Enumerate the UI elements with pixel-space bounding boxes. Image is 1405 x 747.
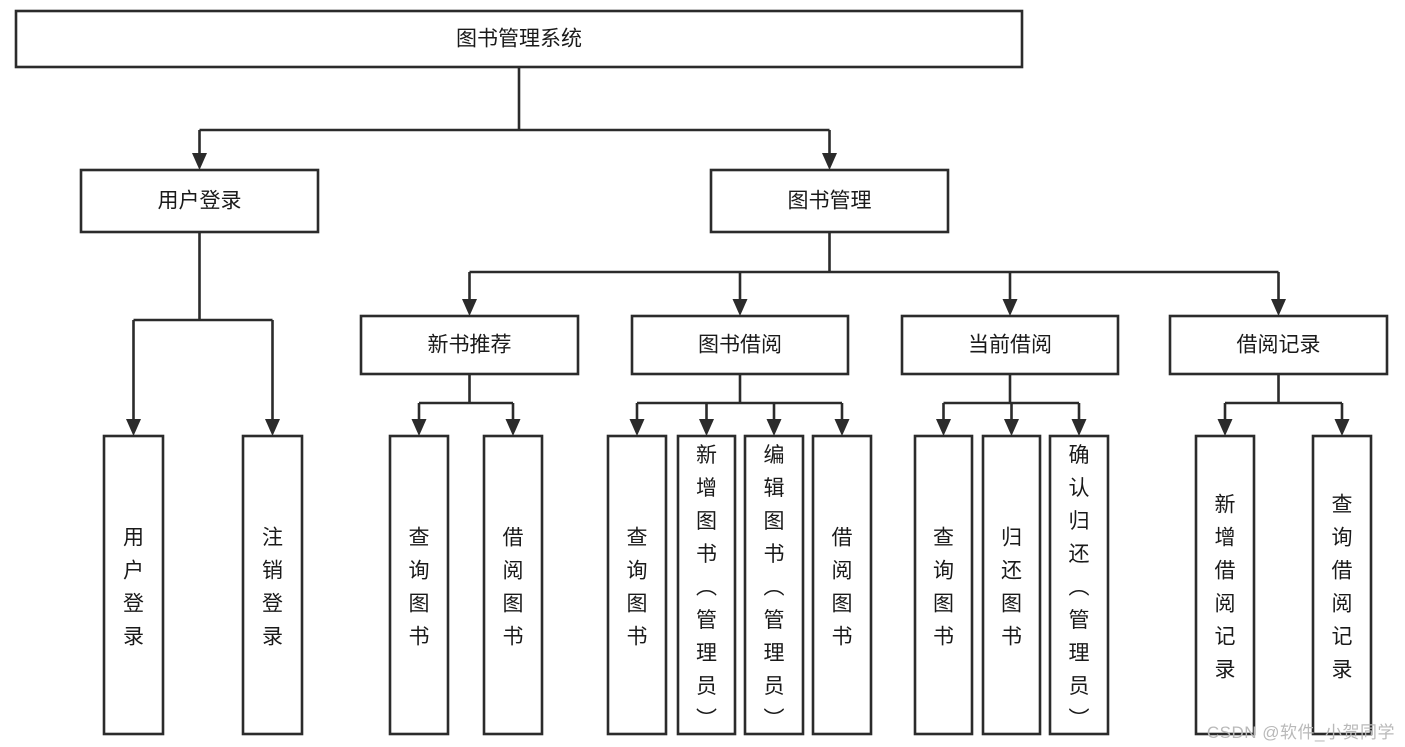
connector-edge-root-to-level1 [192, 67, 837, 170]
connector-edge-userlogin-to-leaves [126, 232, 280, 436]
node-box-leaf-add-book [676, 434, 737, 736]
arrow-head-icon [822, 153, 837, 170]
node-leaf-confirm-return[interactable]: 确认归还︵管理员︶ [1048, 434, 1110, 736]
node-leaf-user-logout[interactable]: 注销登录 [241, 434, 304, 736]
connector-edge-newbook-to-leaves [411, 374, 521, 436]
node-leaf-query-borrow-record[interactable]: 查询借阅记录 [1311, 434, 1373, 736]
node-leaf-borrow-book-2[interactable]: 借阅图书 [811, 434, 873, 736]
node-current-borrow[interactable]: 当前借阅 [900, 314, 1120, 376]
arrow-head-icon [411, 419, 427, 436]
arrow-head-icon [1004, 419, 1019, 436]
node-label-root: 图书管理系统 [456, 28, 582, 51]
node-label-leaf-query-book-2: 查询图书 [627, 527, 648, 649]
node-label-leaf-borrow-book-1: 借阅图书 [503, 527, 524, 649]
node-box-leaf-query-book-2 [606, 434, 668, 736]
node-box-new-book-recommend [359, 314, 580, 376]
node-label-leaf-confirm-return: 确认归还︵管理员︶ [1069, 444, 1090, 731]
arrow-head-icon [1271, 299, 1286, 316]
node-label-leaf-query-borrow-record: 查询借阅记录 [1332, 494, 1353, 682]
arrow-head-icon [1002, 299, 1018, 316]
node-label-book-borrow: 图书借阅 [698, 334, 782, 357]
arrow-head-icon [505, 419, 521, 436]
node-label-new-book-recommend: 新书推荐 [428, 334, 512, 357]
node-book-manage[interactable]: 图书管理 [709, 168, 950, 234]
connector-edge-currentborrow-to-leaves [936, 374, 1087, 436]
node-box-leaf-query-borrow-record [1311, 434, 1373, 736]
node-box-book-borrow [630, 314, 850, 376]
arrow-head-icon [699, 419, 714, 436]
node-box-leaf-user-logout [241, 434, 304, 736]
node-leaf-return-book[interactable]: 归还图书 [981, 434, 1042, 736]
node-label-leaf-query-book-3: 查询图书 [933, 527, 954, 649]
node-book-borrow[interactable]: 图书借阅 [630, 314, 850, 376]
node-box-leaf-borrow-book-1 [482, 434, 544, 736]
node-label-borrow-record: 借阅记录 [1237, 334, 1321, 357]
node-user-login[interactable]: 用户登录 [79, 168, 320, 234]
node-leaf-user-login[interactable]: 用户登录 [102, 434, 165, 736]
node-label-leaf-borrow-book-2: 借阅图书 [832, 527, 853, 649]
node-box-leaf-edit-book [743, 434, 805, 736]
node-box-leaf-query-book-3 [913, 434, 974, 736]
node-root[interactable]: 图书管理系统 [14, 9, 1024, 69]
node-leaf-query-book-3[interactable]: 查询图书 [913, 434, 974, 736]
node-box-user-login [79, 168, 320, 234]
node-new-book-recommend[interactable]: 新书推荐 [359, 314, 580, 376]
arrow-head-icon [192, 153, 207, 170]
arrow-head-icon [1217, 419, 1233, 436]
node-leaf-borrow-book-1[interactable]: 借阅图书 [482, 434, 544, 736]
node-box-leaf-add-borrow-record [1194, 434, 1256, 736]
node-label-leaf-return-book: 归还图书 [1001, 527, 1022, 649]
node-label-leaf-add-borrow-record: 新增借阅记录 [1215, 494, 1236, 682]
node-label-user-login: 用户登录 [158, 190, 242, 213]
node-label-current-borrow: 当前借阅 [968, 334, 1052, 357]
arrow-head-icon [1334, 419, 1350, 436]
arrow-head-icon [732, 299, 748, 316]
connector-edge-borrowrecord-to-leaves [1217, 374, 1350, 436]
node-leaf-query-book-2[interactable]: 查询图书 [606, 434, 668, 736]
node-layer: 图书管理系统用户登录图书管理新书推荐图书借阅当前借阅借阅记录用户登录注销登录查询… [14, 9, 1389, 736]
node-leaf-query-book-1[interactable]: 查询图书 [388, 434, 450, 736]
connector-edge-bookmanage-to-level2 [462, 232, 1286, 316]
arrow-head-icon [1071, 419, 1087, 436]
node-box-leaf-return-book [981, 434, 1042, 736]
node-box-leaf-borrow-book-2 [811, 434, 873, 736]
node-leaf-add-borrow-record[interactable]: 新增借阅记录 [1194, 434, 1256, 736]
node-leaf-add-book[interactable]: 新增图书︵管理员︶ [676, 434, 737, 736]
arrow-head-icon [834, 419, 850, 436]
node-box-borrow-record [1168, 314, 1389, 376]
node-label-leaf-edit-book: 编辑图书︵管理员︶ [764, 444, 785, 731]
arrow-head-icon [766, 419, 782, 436]
node-borrow-record[interactable]: 借阅记录 [1168, 314, 1389, 376]
node-box-leaf-user-login [102, 434, 165, 736]
connector-layer [126, 67, 1350, 436]
connector-edge-bookborrow-to-leaves [629, 374, 850, 436]
node-box-current-borrow [900, 314, 1120, 376]
node-leaf-edit-book[interactable]: 编辑图书︵管理员︶ [743, 434, 805, 736]
node-label-leaf-user-logout: 注销登录 [262, 527, 283, 649]
node-label-leaf-query-book-1: 查询图书 [409, 527, 430, 649]
node-label-book-manage: 图书管理 [788, 190, 872, 213]
node-label-leaf-add-book: 新增图书︵管理员︶ [696, 444, 717, 731]
arrow-head-icon [462, 299, 477, 316]
node-box-leaf-query-book-1 [388, 434, 450, 736]
arrow-head-icon [936, 419, 951, 436]
arrow-head-icon [629, 419, 645, 436]
node-box-root [14, 9, 1024, 69]
node-box-leaf-confirm-return [1048, 434, 1110, 736]
node-box-book-manage [709, 168, 950, 234]
node-label-leaf-user-login: 用户登录 [123, 527, 144, 649]
arrow-head-icon [126, 419, 141, 436]
arrow-head-icon [265, 419, 280, 436]
